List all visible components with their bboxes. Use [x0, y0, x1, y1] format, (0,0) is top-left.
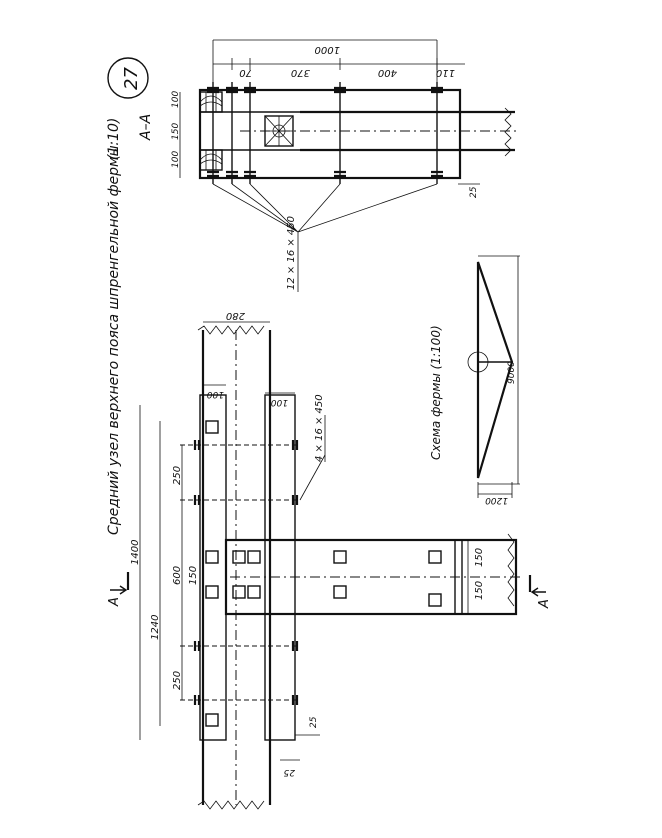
truss-scheme: Схема фермы (1:100) 9000 1200: [429, 255, 520, 505]
section-dim-150: 150: [171, 123, 181, 140]
section-dim-1000: 1000: [315, 44, 340, 55]
section-dim-110: 110: [436, 67, 455, 78]
plan-dim-25-b: 25: [283, 767, 295, 777]
sheet-scale: (1:10): [106, 118, 122, 160]
plan-view: 280 100 100 1400 1240 250 600 150 250 15…: [107, 310, 552, 810]
log-end-grain-bottom: [199, 149, 223, 171]
plan-dim-150: 150: [188, 566, 199, 585]
cut-label-left: А: [107, 597, 122, 607]
plan-washers: [205, 420, 442, 727]
plan-bolt-lines: [180, 440, 300, 705]
section-dim-100-bottom: 100: [171, 151, 181, 168]
plan-dim-25-a: 25: [309, 716, 319, 728]
plan-dim-150-right-b: 150: [474, 581, 485, 600]
section-dim-400: 400: [378, 67, 397, 78]
log-end-grain-top: [199, 91, 223, 113]
plan-dim-100-b: 100: [271, 397, 288, 407]
section-dim-370: 370: [291, 67, 310, 78]
sheet-number: 27: [121, 67, 142, 90]
section-cut-mark-right: А: [528, 575, 552, 609]
plan-dim-1240: 1240: [150, 615, 161, 640]
scheme-height: 1200: [485, 495, 508, 505]
section-bolt-callout: 12 × 16 × 450: [286, 216, 297, 290]
post-end-grain: [264, 115, 294, 147]
section-bolt-row: [207, 82, 443, 184]
plan-dim-600: 600: [172, 566, 183, 585]
plan-dim-280: 280: [226, 310, 245, 321]
section-dim-70: 70: [239, 67, 252, 78]
plan-bolt-callout: 4 × 16 × 450: [314, 394, 325, 462]
sheet-number-badge: 27: [107, 57, 149, 99]
scheme-caption: Схема фермы (1:100): [429, 325, 443, 460]
plan-dim-100-a: 100: [207, 389, 224, 399]
section-dim-25: 25: [469, 186, 479, 198]
cut-label-right: А: [537, 599, 552, 609]
scheme-span: 9000: [507, 361, 517, 384]
section-dim-100-top: 100: [171, 91, 181, 108]
plan-dim-250-top: 250: [172, 466, 183, 485]
plan-dim-250-bottom: 250: [172, 671, 183, 690]
section-a-a: А–А 1000 70 370 400 110 100 150 100: [138, 39, 520, 292]
section-label: А–А: [138, 114, 154, 141]
sheet-title: Средний узел верхнего пояса шпренгельной…: [106, 145, 122, 535]
section-cut-mark-left: А: [107, 572, 130, 607]
plan-dim-1400: 1400: [130, 540, 141, 565]
plan-dim-150-right-a: 150: [474, 548, 485, 567]
